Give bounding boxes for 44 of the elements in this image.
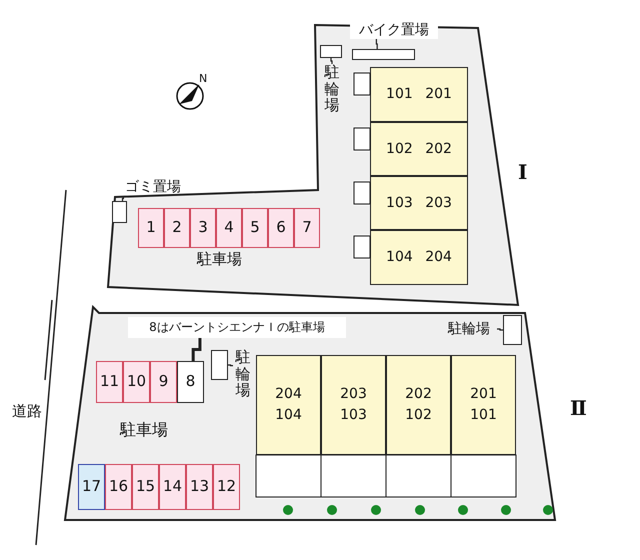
compass-north-label: N — [199, 72, 208, 85]
parking-stall: 13 — [186, 464, 213, 510]
area-label: 駐輪場 — [233, 346, 253, 402]
apartment-unit: 104 204 — [370, 230, 468, 285]
leader-line — [192, 338, 202, 361]
parking-stall: 1 — [138, 208, 164, 248]
parking-stall: 8 — [177, 361, 204, 403]
parking-stall: 4 — [216, 208, 242, 248]
building-label: Ⅰ — [518, 160, 528, 184]
area-label: 駐輪場 — [441, 319, 497, 339]
apartment-unit: 204 104 — [256, 355, 321, 455]
apartment-unit: 101 201 — [370, 67, 468, 122]
parking-stall: 16 — [105, 464, 132, 510]
storage-shed — [503, 315, 522, 345]
apartment-unit: 201 101 — [451, 355, 516, 455]
apartment-unit: 203 103 — [321, 355, 386, 455]
leader-line — [376, 39, 378, 49]
area-label: ゴミ置場 — [116, 178, 190, 196]
parking-stall: 12 — [213, 464, 240, 510]
area-label: 駐車場 — [197, 250, 242, 269]
area-label: 駐車場 — [120, 420, 168, 441]
road-label: 道路 — [12, 402, 42, 421]
parking-stall: 14 — [159, 464, 186, 510]
apartment-unit: 102 202 — [370, 122, 468, 176]
parking-stall: 3 — [190, 208, 216, 248]
parking-stall: 5 — [242, 208, 268, 248]
storage-shed — [352, 49, 415, 60]
storage-shed — [320, 45, 342, 58]
storage-shed — [112, 201, 127, 223]
parking-stall: 15 — [132, 464, 159, 510]
parking-stall: 7 — [294, 208, 320, 248]
parking-stall: 10 — [123, 361, 150, 403]
area-label: バイク置場 — [350, 21, 438, 39]
apartment-unit: 103 203 — [370, 176, 468, 230]
building-label: Ⅱ — [570, 396, 587, 420]
parking-stall: 11 — [96, 361, 123, 403]
parking-stall: 9 — [150, 361, 177, 403]
parking-stall: 6 — [268, 208, 294, 248]
area-label: 駐輪場 — [322, 64, 342, 114]
note-label: 8はバーントシエンナＩの駐車場 — [128, 317, 346, 338]
parking-stall: 17 — [78, 464, 105, 510]
parking-stall: 2 — [164, 208, 190, 248]
storage-shed — [211, 350, 228, 380]
apartment-unit: 202 102 — [386, 355, 451, 455]
